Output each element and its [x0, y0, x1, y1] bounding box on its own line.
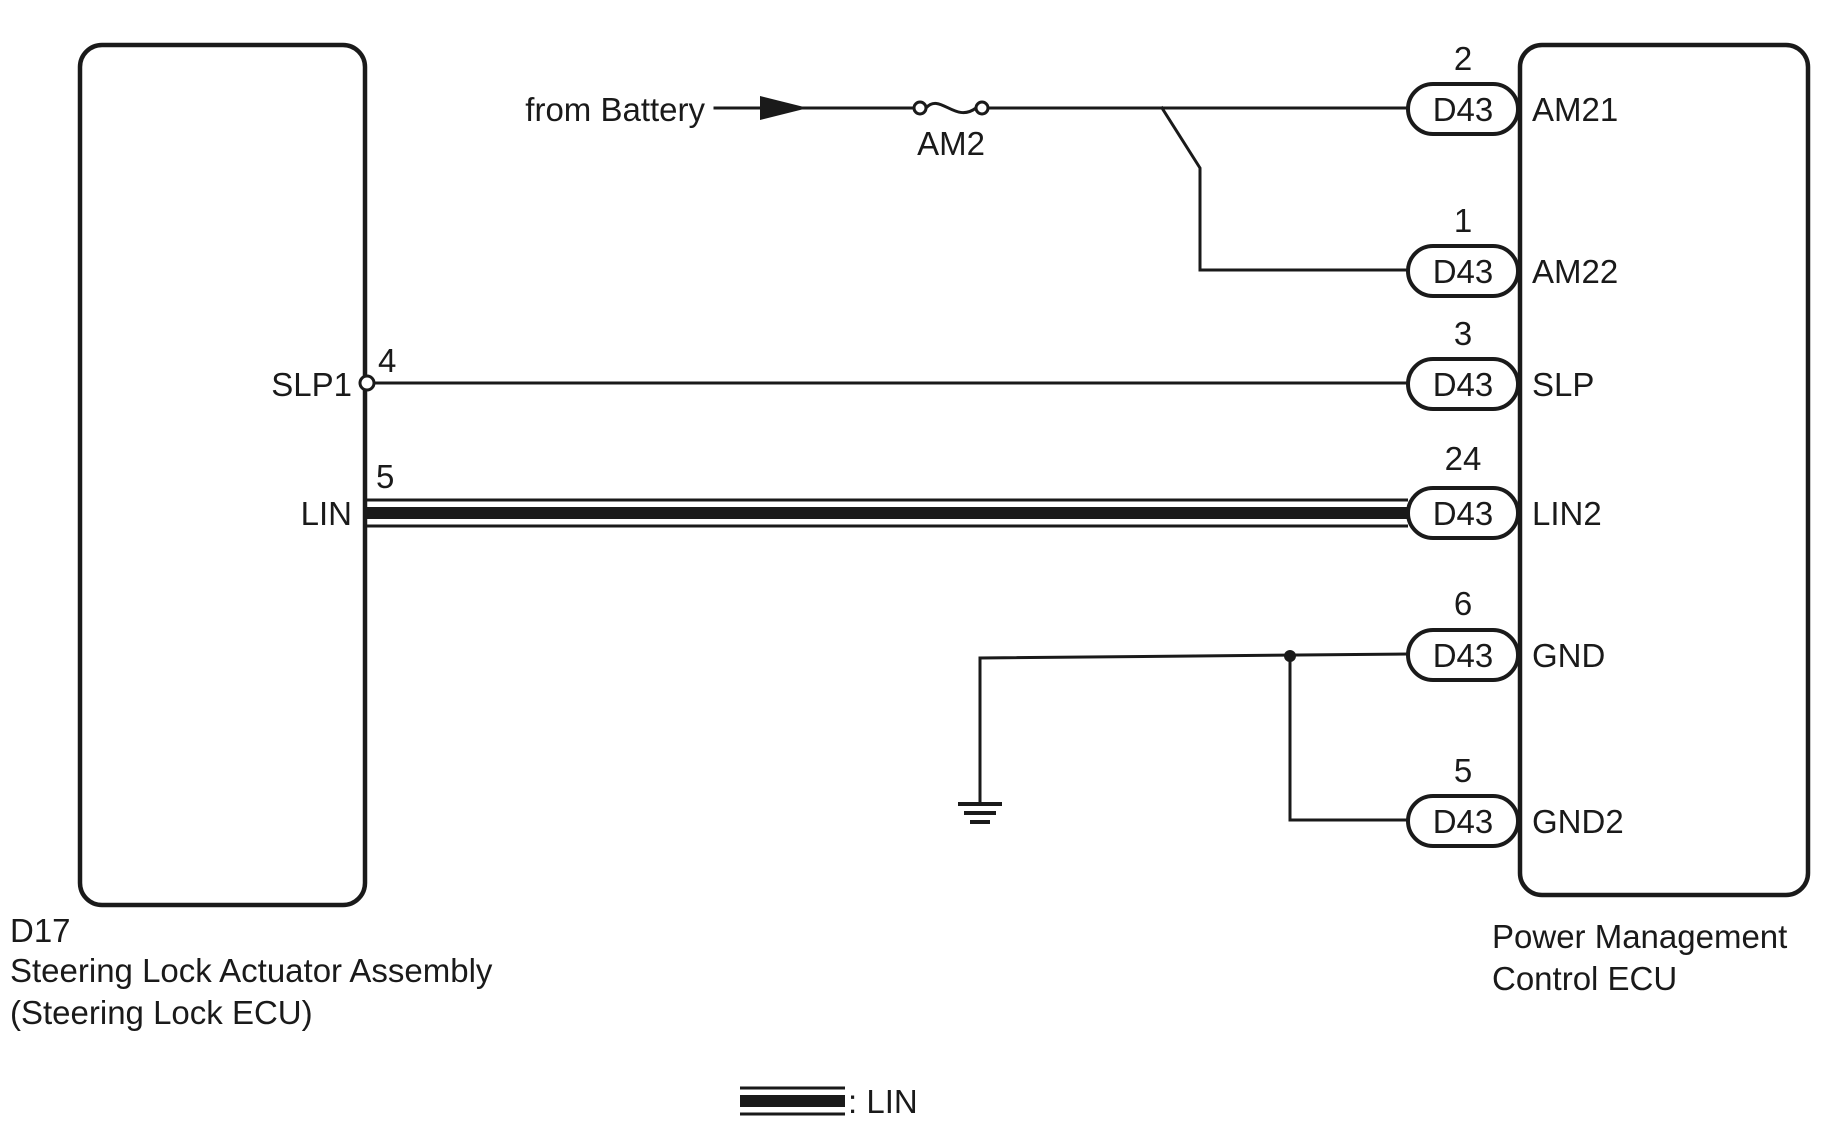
ground-icon	[958, 802, 1002, 824]
legend-lin-swatch	[740, 1086, 845, 1116]
svg-text:D43: D43	[1433, 637, 1494, 674]
battery-source-label: from Battery	[525, 91, 705, 128]
gnd2-wire	[1288, 654, 1410, 822]
right-module-name: Power Management	[1492, 918, 1787, 955]
battery-arrow-icon	[760, 96, 808, 120]
am22-wire	[1159, 105, 1410, 272]
connector-am22: D43	[1406, 244, 1520, 298]
steering-lock-ecu-box	[77, 42, 368, 908]
pin-number-gnd2: 5	[1454, 752, 1472, 789]
pin-number-gnd: 6	[1454, 585, 1472, 622]
pin-number-lin: 5	[376, 458, 394, 495]
svg-text:D43: D43	[1433, 91, 1494, 128]
lin-bus-wire	[367, 498, 1408, 528]
pin-number-slp: 3	[1454, 315, 1472, 352]
connector-gnd: D43	[1406, 628, 1520, 682]
connector-slp: D43	[1406, 357, 1520, 411]
left-module-name: Steering Lock Actuator Assembly	[10, 952, 493, 989]
connector-lin2: D43	[1406, 486, 1520, 540]
left-module-subname: (Steering Lock ECU)	[10, 994, 313, 1031]
svg-text:D43: D43	[1433, 366, 1494, 403]
pin-number-am21: 2	[1454, 40, 1472, 77]
pin-label-gnd2: GND2	[1532, 803, 1624, 840]
pin-number-slp1: 4	[378, 342, 396, 379]
pin-label-am21: AM21	[1532, 91, 1618, 128]
pin-label-gnd: GND	[1532, 637, 1605, 674]
pin-number-lin2: 24	[1445, 440, 1482, 477]
gnd-wire	[978, 652, 1410, 806]
right-module-subname: Control ECU	[1492, 960, 1677, 997]
pin-label-slp1: SLP1	[271, 366, 352, 403]
pin-label-lin: LIN	[301, 495, 352, 532]
slp1-terminal-icon	[358, 374, 376, 392]
fuse-label: AM2	[917, 125, 985, 162]
pin-label-slp: SLP	[1532, 366, 1594, 403]
pin-number-am22: 1	[1454, 202, 1472, 239]
fuse-icon	[912, 100, 990, 116]
svg-text:D43: D43	[1433, 495, 1494, 532]
svg-text:D43: D43	[1433, 253, 1494, 290]
connector-gnd2: D43	[1406, 794, 1520, 848]
legend-lin-label: : LIN	[848, 1083, 918, 1120]
svg-text:D43: D43	[1433, 803, 1494, 840]
power-management-ecu-box	[1517, 42, 1811, 898]
pin-label-am22: AM22	[1532, 253, 1618, 290]
left-module-code: D17	[10, 912, 71, 949]
connector-am21: D43	[1406, 82, 1520, 136]
splice-point-icon	[1284, 650, 1296, 662]
pin-label-lin2: LIN2	[1532, 495, 1602, 532]
